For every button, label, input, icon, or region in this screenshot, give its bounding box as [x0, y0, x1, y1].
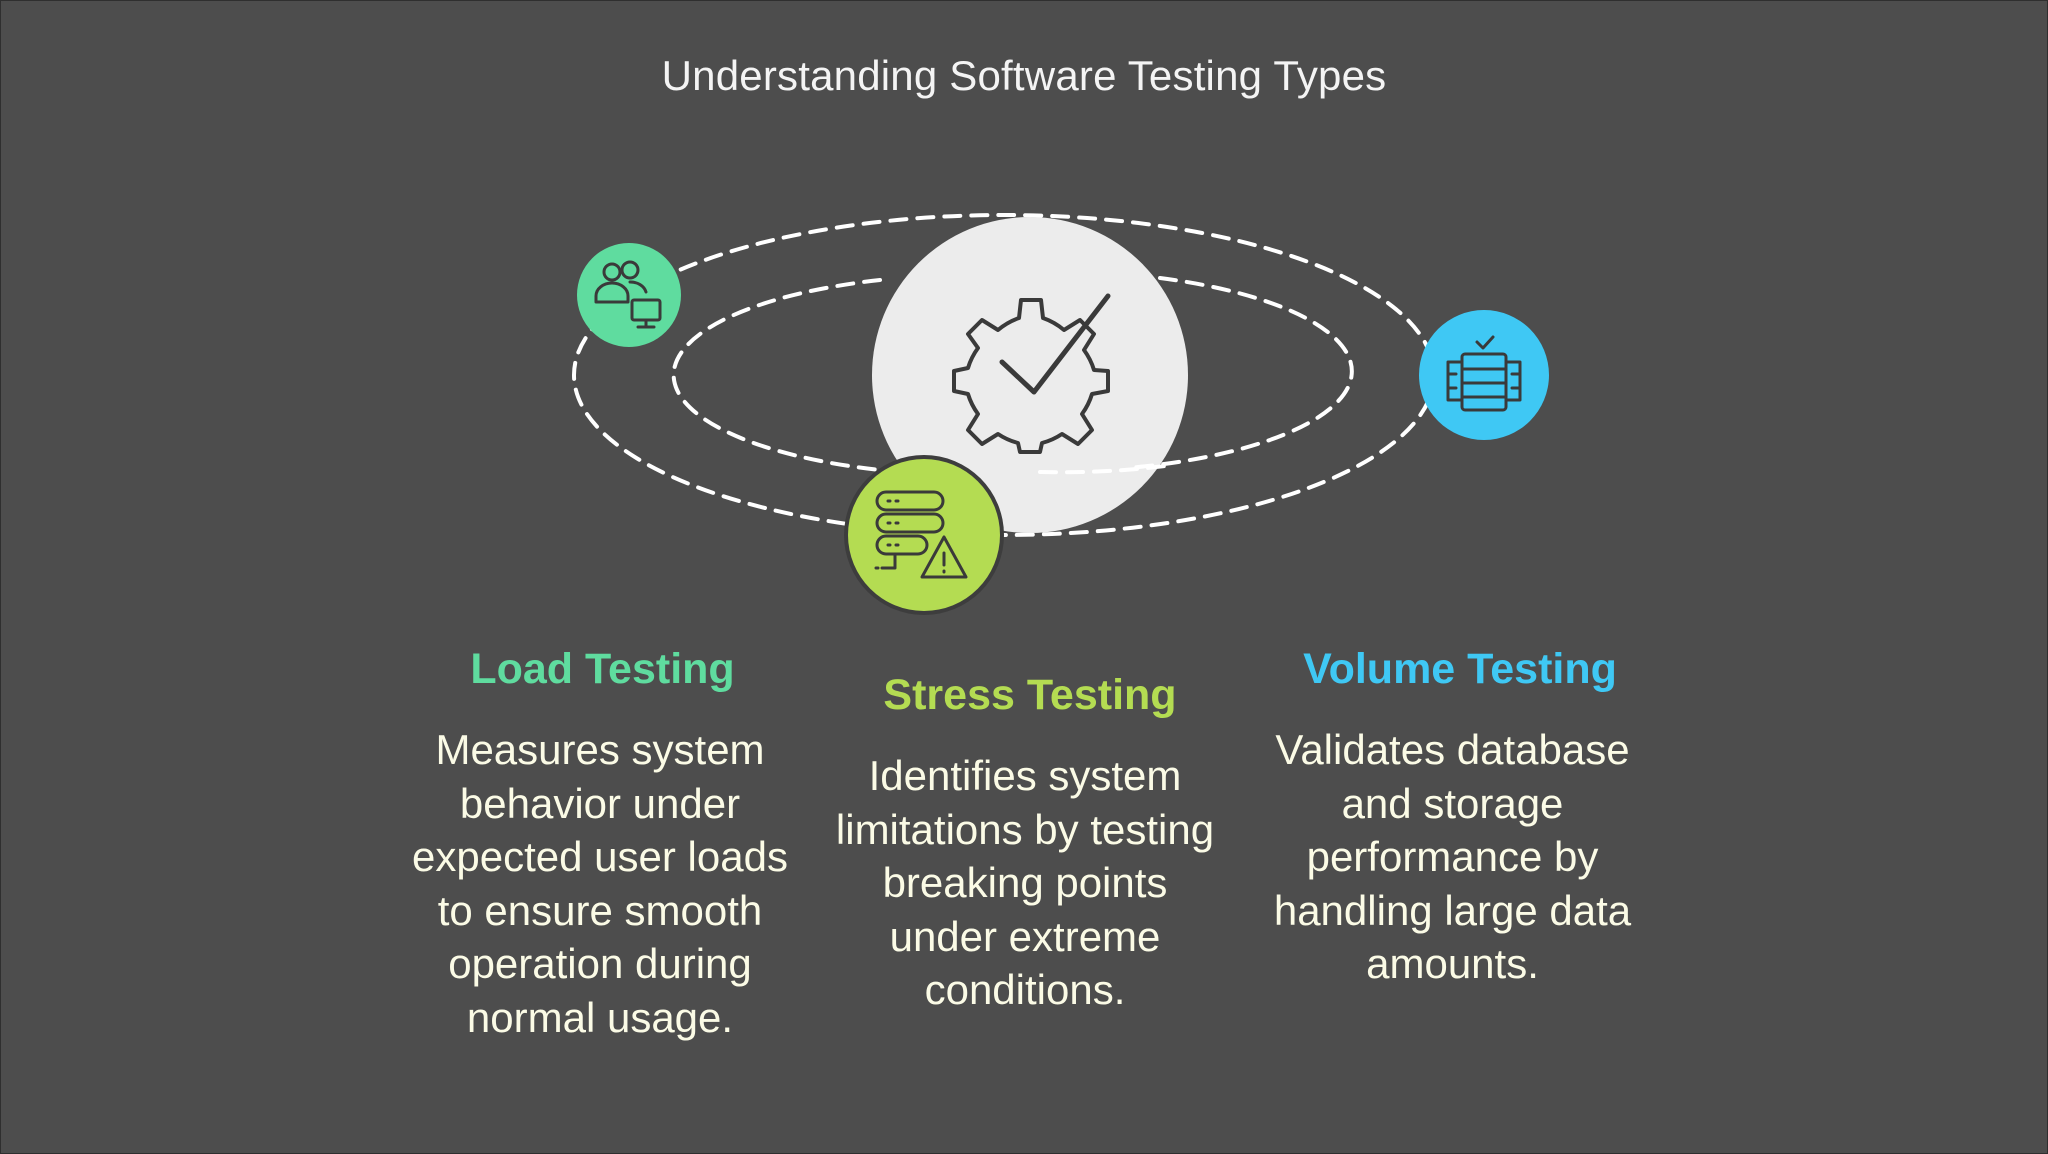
stress-testing-heading: Stress Testing [883, 671, 1177, 719]
inner-orbit-back [1038, 464, 1167, 475]
server-warning-icon [874, 490, 968, 579]
volume-testing-heading: Volume Testing [1303, 645, 1617, 693]
volume-node [1419, 310, 1549, 440]
users-computer-icon [594, 260, 662, 329]
gear-check-icon [952, 293, 1111, 454]
database-check-icon [1446, 335, 1522, 412]
load-testing-heading: Load Testing [470, 645, 735, 693]
stress-testing-description: Identifies system limitations by testing… [835, 752, 1215, 1013]
inner-orbit-right [1126, 276, 1354, 470]
inner-orbit-left [671, 278, 882, 472]
volume-testing-description: Validates database and storage performan… [1273, 726, 1632, 987]
diagram-title: Understanding Software Testing Types [661, 52, 1387, 99]
stress-node-fill [848, 459, 1000, 611]
load-testing-description: Measures system behavior under expected … [412, 726, 788, 1041]
